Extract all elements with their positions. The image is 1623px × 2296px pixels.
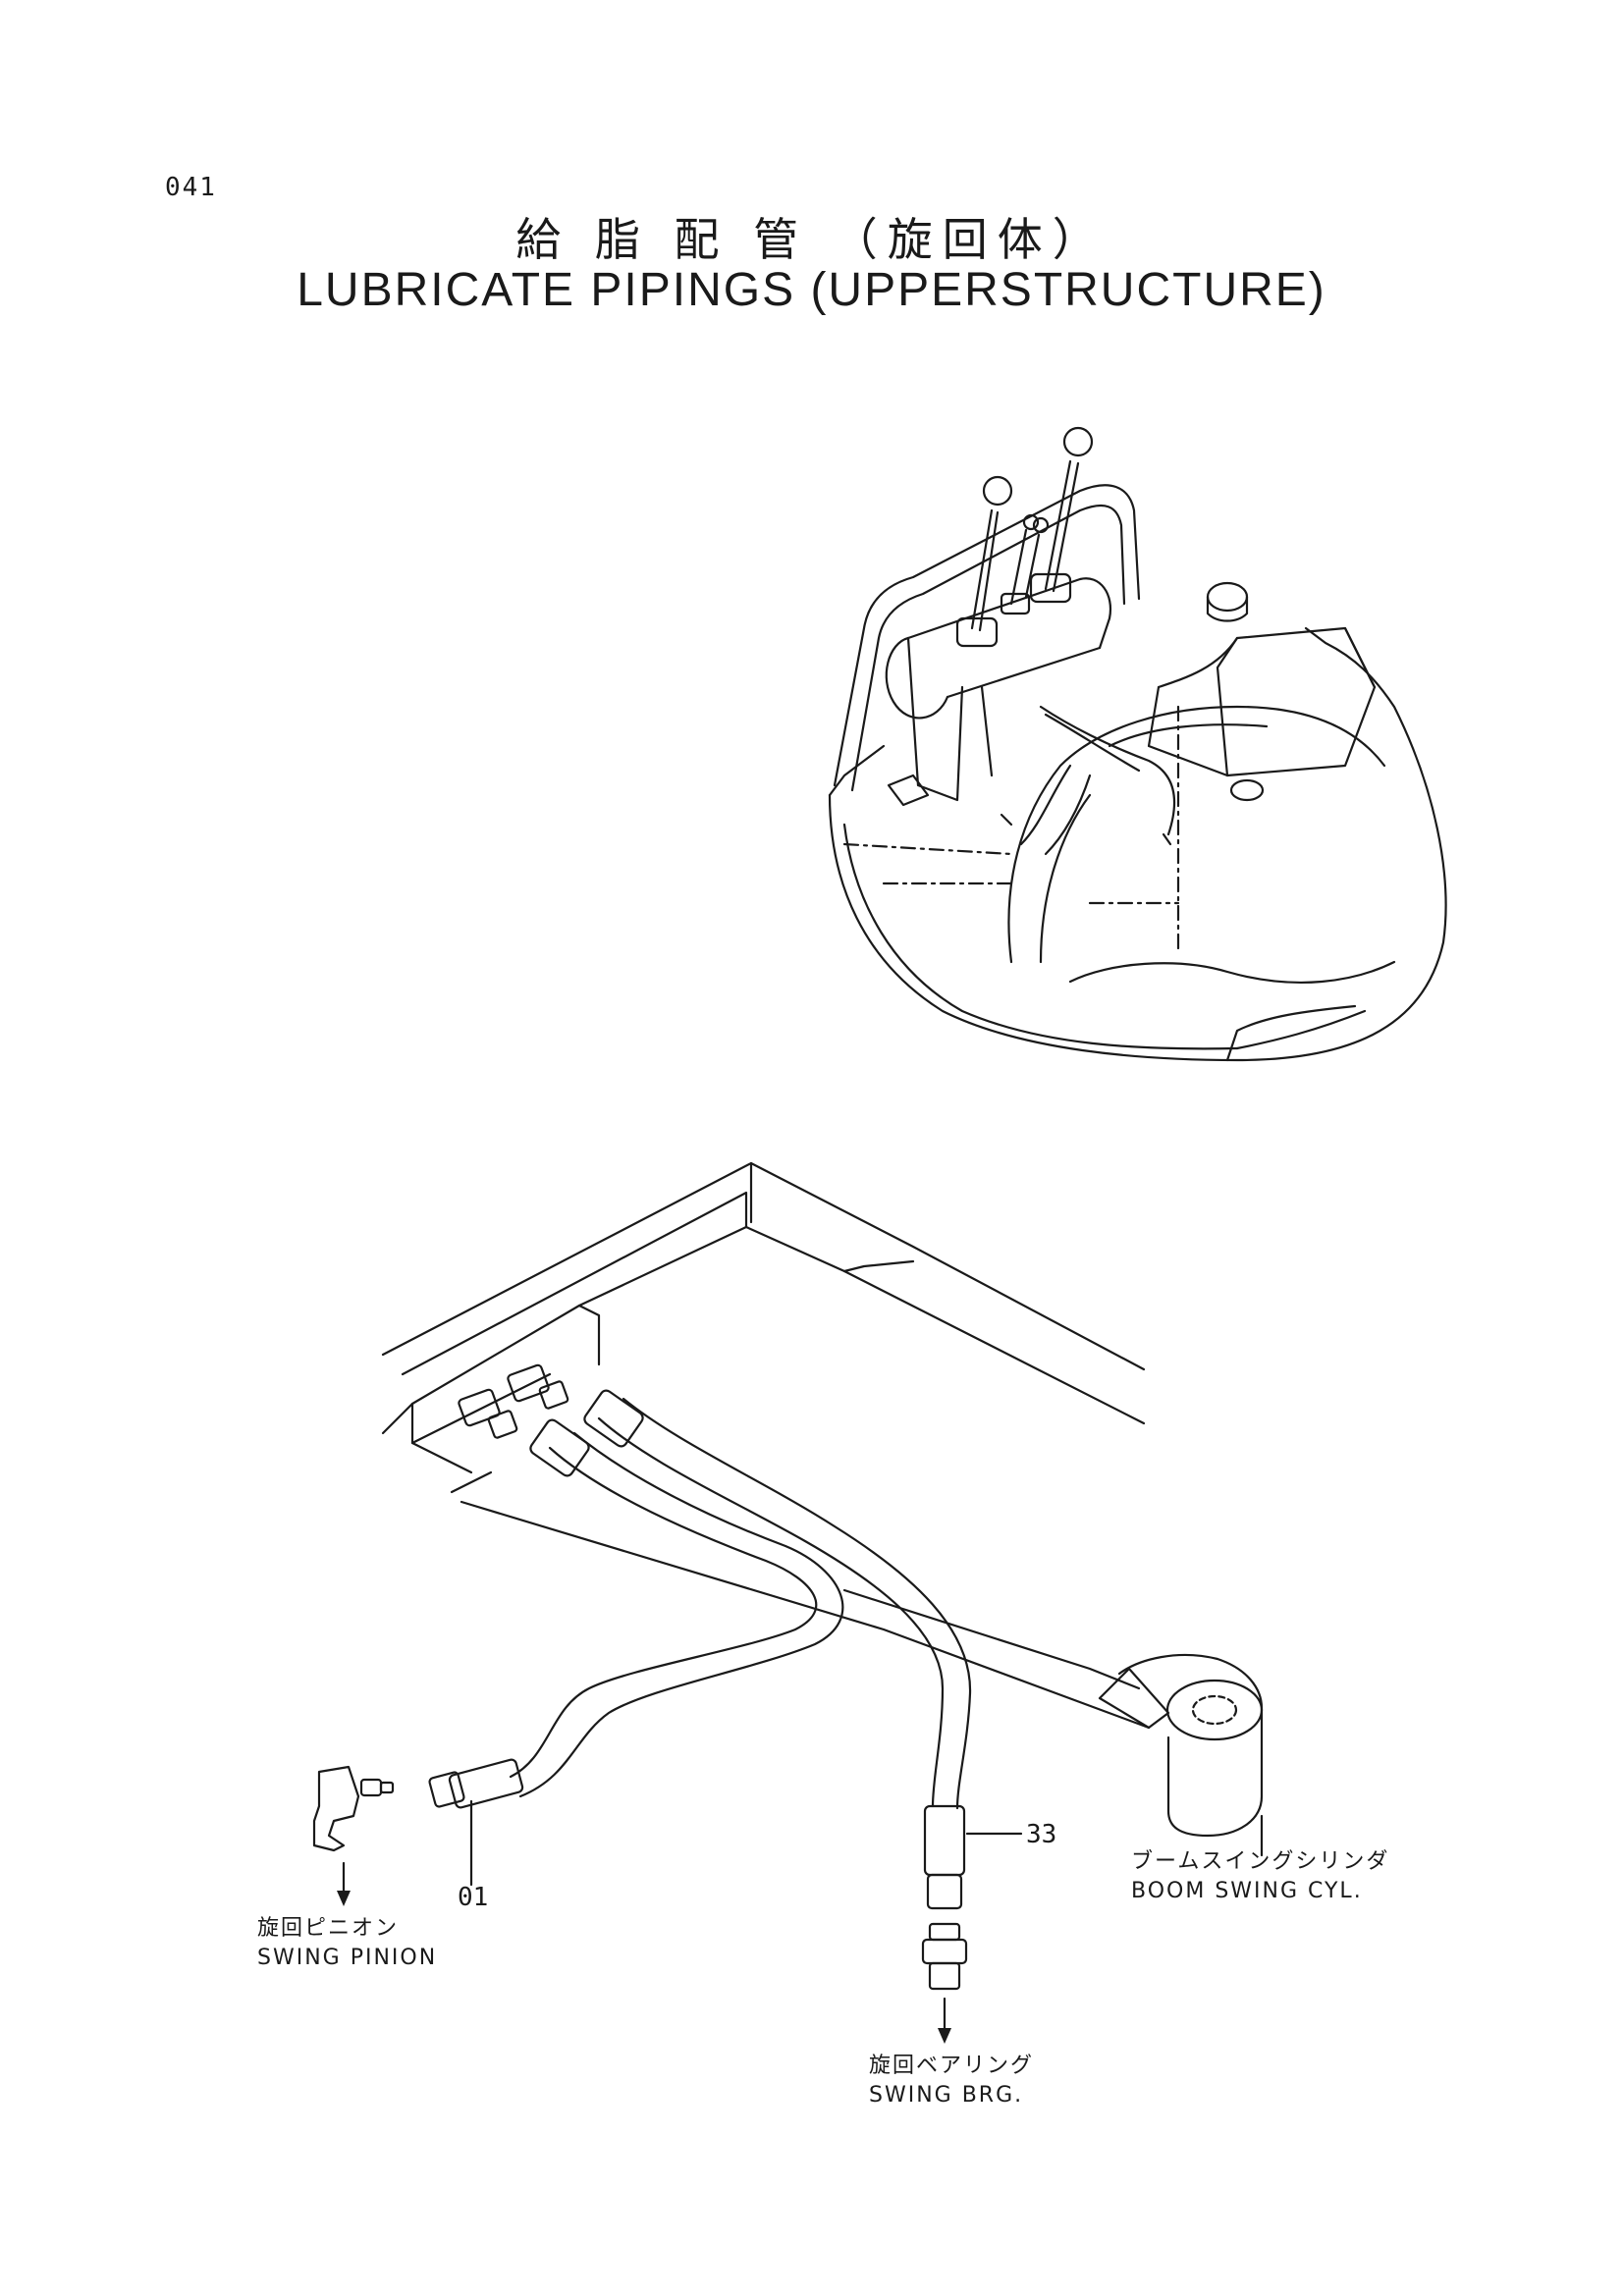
label-boom-swing-en: BOOM SWING CYL. — [1131, 1879, 1363, 1903]
leaders — [342, 1799, 1264, 2032]
title-english: LUBRICATE PIPINGS (UPPERSTRUCTURE) — [297, 264, 1326, 316]
title-japanese: 給 脂 配 管 （旋回体） — [515, 213, 1108, 266]
page-number: 041 — [165, 173, 217, 202]
frame-detail — [381, 1161, 1264, 1838]
arrow-heads — [337, 1891, 951, 2044]
callout-01: 01 — [458, 1883, 489, 1912]
label-swing-pinion-en: SWING PINION — [257, 1946, 438, 1970]
label-swing-pinion-jp: 旋回ピニオン — [257, 1916, 400, 1941]
frame-fittings — [458, 1363, 569, 1439]
callout-33: 33 — [1026, 1820, 1057, 1849]
label-boom-swing-jp: ブームスイングシリンダ — [1131, 1849, 1390, 1874]
label-swing-brg-en: SWING BRG. — [869, 2083, 1024, 2108]
swing-pinion-fitting — [312, 1765, 395, 1852]
upperstructure-overview — [828, 426, 1447, 1062]
label-swing-brg-jp: 旋回ベアリング — [869, 2054, 1035, 2078]
swing-brg-fitting — [921, 1922, 968, 1991]
grease-hoses — [428, 1389, 972, 1910]
